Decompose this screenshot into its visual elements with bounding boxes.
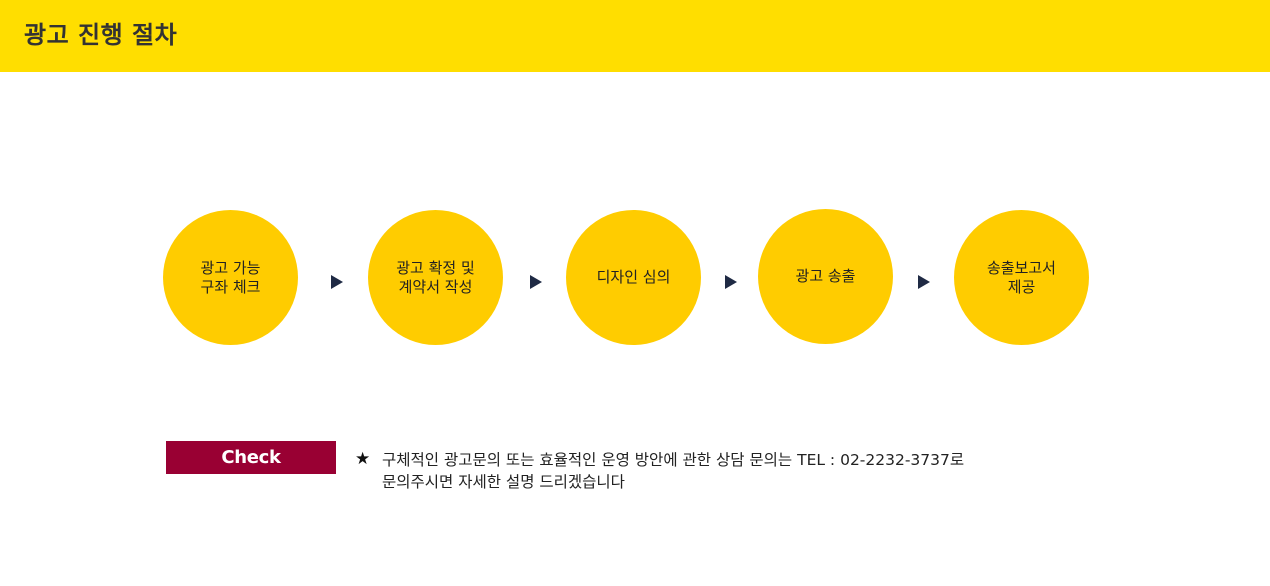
notice-line-2: 문의주시면 자세한 설명 드리겠습니다	[382, 473, 625, 491]
triangle-right-icon	[530, 275, 542, 289]
triangle-right-icon	[725, 275, 737, 289]
triangle-right-icon	[918, 275, 930, 289]
step-1-line-1: 광고 가능	[200, 258, 261, 277]
step-4-line-1: 광고 송출	[795, 267, 856, 285]
step-circle-4: 광고 송출	[758, 209, 893, 344]
step-circle-2: 광고 확정 및 계약서 작성	[368, 210, 503, 345]
step-2-line-1: 광고 확정 및	[396, 258, 475, 277]
step-circle-5: 송출보고서 제공	[954, 210, 1089, 345]
step-2-line-2: 계약서 작성	[398, 277, 473, 296]
star-icon: ★	[355, 449, 371, 469]
page-title: 광고 진행 절차	[24, 21, 178, 49]
step-circle-3: 디자인 심의	[566, 210, 701, 345]
contact-notice: 구체적인 광고문의 또는 효율적인 운영 방안에 관한 상담 문의는 TEL :…	[382, 449, 964, 493]
check-badge: Check	[166, 441, 336, 474]
step-1-line-2: 구좌 체크	[200, 277, 261, 296]
step-circle-1: 광고 가능 구좌 체크	[163, 210, 298, 345]
step-5-line-1: 송출보고서	[986, 258, 1056, 277]
notice-line-1: 구체적인 광고문의 또는 효율적인 운영 방안에 관한 상담 문의는 TEL :…	[382, 451, 965, 469]
step-3-line-1: 디자인 심의	[596, 268, 671, 286]
triangle-right-icon	[331, 275, 343, 289]
step-5-line-2: 제공	[1007, 277, 1036, 296]
header-bar: 광고 진행 절차	[0, 0, 1270, 72]
